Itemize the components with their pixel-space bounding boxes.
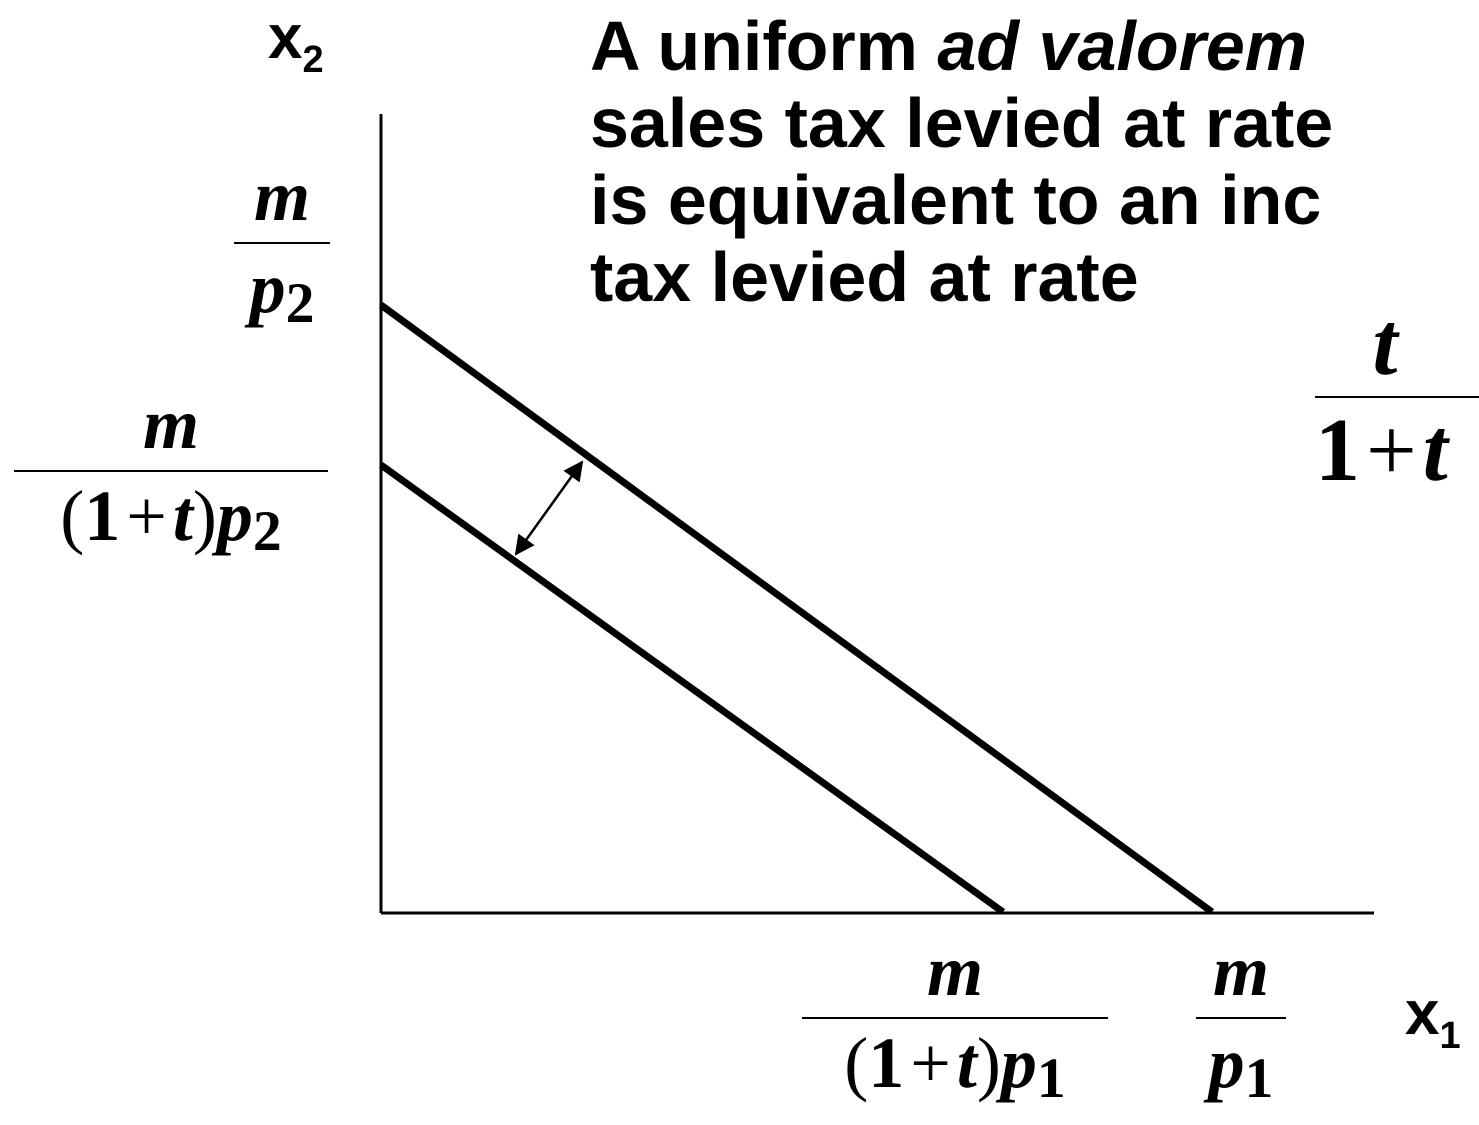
headline: A uniform ad valorem sales tax levied at… (590, 8, 1333, 316)
y-tick-t: t (172, 476, 193, 556)
y-tick-p-subscript: 2 (285, 272, 315, 335)
y-tick-close-paren: ) (192, 476, 217, 556)
rate-fraction-one: 1 (1315, 401, 1360, 500)
x-tick-t: t (956, 1023, 977, 1103)
y-tick-p-lower: p (216, 476, 253, 556)
y-axis-label-x: x (268, 3, 303, 72)
y-tick-m: m (253, 156, 310, 236)
x-tick-m-inner: m (926, 931, 983, 1011)
y-tick-m-over-1pt-p2-bar (14, 470, 328, 472)
y-tick-m-over-1pt-p2: m (1+t)p2 (14, 388, 328, 560)
y-tick-m-over-1pt-p2-numerator: m (143, 388, 199, 460)
x-tick-p-outer: p (1208, 1023, 1245, 1103)
rate-fraction-t: t (1372, 295, 1398, 394)
rate-fraction-t-denominator: t (1422, 401, 1448, 500)
x-tick-m-over-1pt-p1: m (1+t)p1 (802, 935, 1108, 1107)
y-tick-m-over-p2-bar (234, 242, 330, 244)
x-tick-m-over-p1-denominator: p1 (1209, 1027, 1274, 1107)
y-tick-m-over-p2-denominator: p2 (250, 252, 315, 332)
x-tick-m-over-p1: m p1 (1196, 935, 1286, 1107)
y-tick-p-lower-subscript: 2 (252, 500, 282, 563)
x-tick-p-inner-subscript: 1 (1036, 1047, 1066, 1110)
headline-italic-term: ad valorem (937, 7, 1307, 85)
x-tick-close-paren: ) (976, 1023, 1001, 1103)
x-tick-one: 1 (868, 1023, 905, 1103)
x-tick-p-outer-subscript: 1 (1244, 1047, 1274, 1110)
y-tick-m-over-p2-numerator: m (254, 160, 310, 232)
y-tick-one: 1 (84, 476, 121, 556)
shift-arrow (514, 460, 584, 556)
rate-fraction-plus: + (1366, 401, 1417, 500)
y-tick-m-over-p2: m p2 (234, 160, 330, 332)
x-tick-m-over-1pt-p1-denominator: (1+t)p1 (844, 1027, 1065, 1107)
y-axis-label-subscript: 2 (302, 39, 324, 81)
x-tick-m-over-p1-numerator: m (1213, 935, 1269, 1007)
x-tick-m-over-p1-bar (1196, 1017, 1286, 1019)
headline-line-2: sales tax levied at rate (590, 84, 1334, 162)
x-tick-m-over-1pt-p1-numerator: m (927, 935, 983, 1007)
x-tick-m-over-1pt-p1-bar (802, 1017, 1108, 1019)
x-axis-label-x: x (1405, 979, 1440, 1048)
y-tick-p: p (249, 248, 286, 328)
post-tax-budget-line (378, 462, 1006, 915)
pre-tax-budget-line (378, 302, 1215, 915)
y-tick-m-lower: m (142, 384, 199, 464)
headline-line-4: tax levied at rate (590, 238, 1139, 316)
y-axis-label: x2 (268, 2, 324, 81)
rate-fraction-denominator: 1+t (1315, 406, 1448, 496)
rate-fraction: t 1+t (1315, 300, 1479, 496)
x-axis-label-subscript: 1 (1439, 1015, 1461, 1057)
y-tick-plus: + (126, 476, 167, 556)
rate-fraction-numerator: t (1372, 300, 1397, 390)
x-tick-plus: + (910, 1023, 951, 1103)
headline-line-1-text: A uniform (590, 7, 938, 85)
x-tick-p-inner: p (1000, 1023, 1037, 1103)
x-tick-open-paren: ( (844, 1023, 869, 1103)
rate-fraction-bar (1315, 396, 1479, 398)
x-tick-m-outer: m (1212, 931, 1269, 1011)
y-tick-m-over-1pt-p2-denominator: (1+t)p2 (60, 480, 281, 560)
headline-line-1: A uniform ad valorem (590, 8, 1333, 85)
y-tick-open-paren: ( (60, 476, 85, 556)
x-axis-label: x1 (1405, 978, 1461, 1057)
headline-line-3: is equivalent to an inc (590, 161, 1322, 239)
